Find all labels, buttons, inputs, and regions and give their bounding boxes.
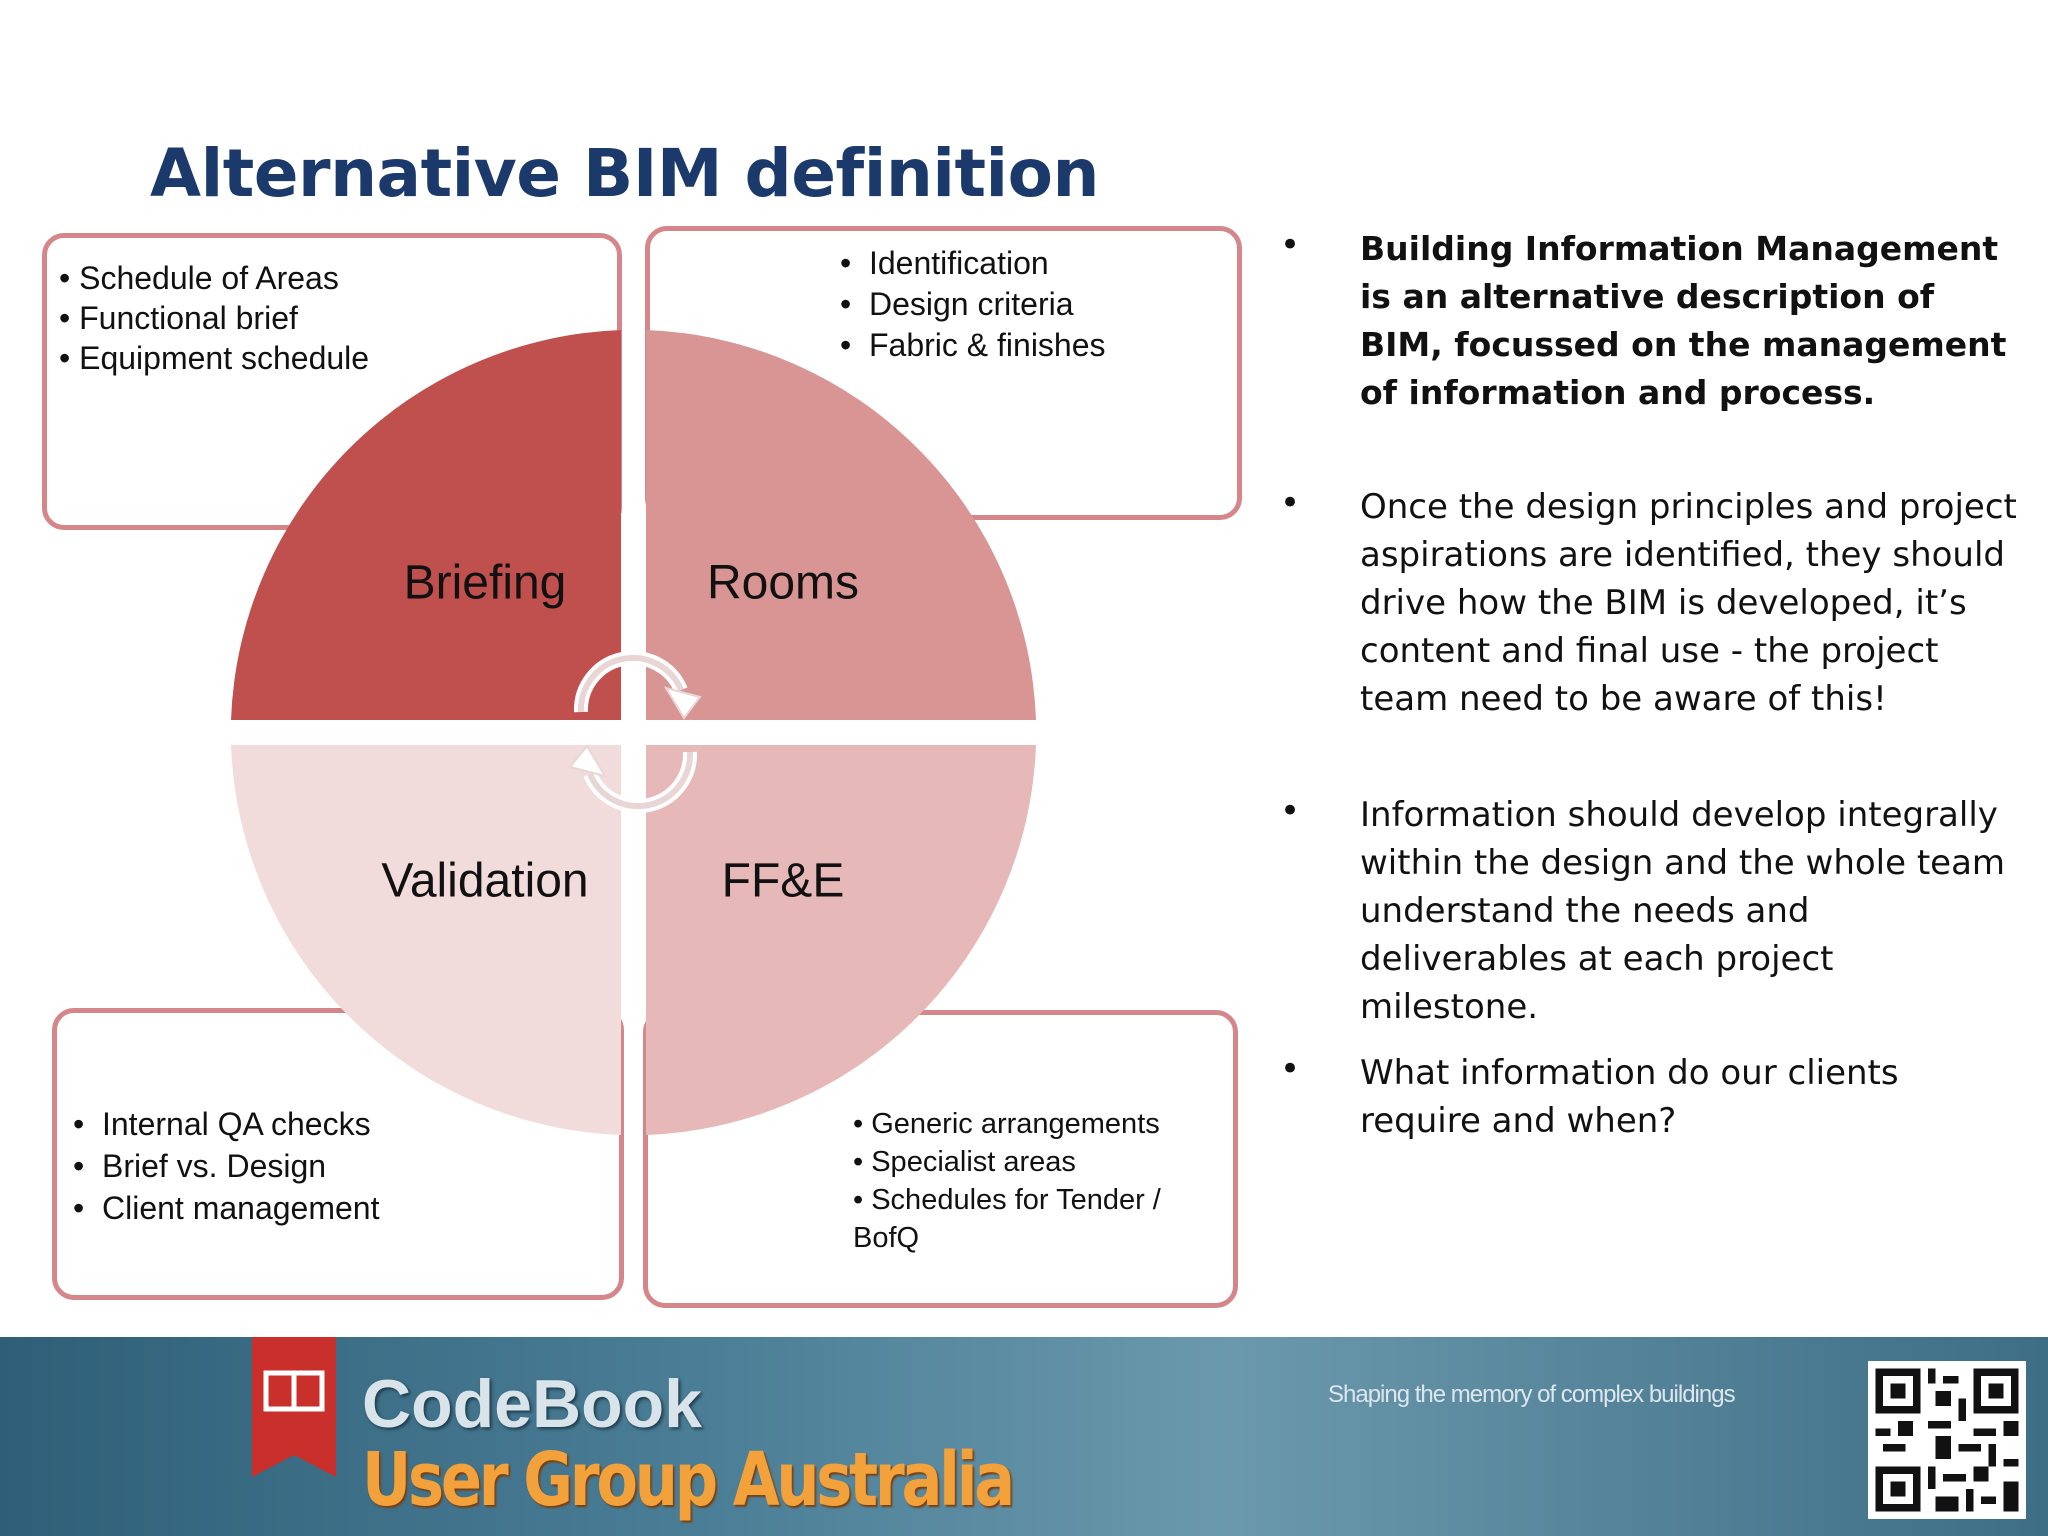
- list-item: Schedule of Areas: [59, 258, 369, 298]
- quadrant-ffe: [646, 745, 1036, 1135]
- top-left-list: Schedule of Areas Functional brief Equip…: [59, 258, 369, 378]
- bullet-text: Once the design principles and project a…: [1360, 487, 2017, 719]
- quadrant-validation: [231, 745, 621, 1135]
- bullet-text: Building Information Management is an al…: [1360, 229, 2007, 412]
- footer-banner: CodeBook User Group Australia Shaping th…: [0, 1337, 2048, 1536]
- bullet-text: What information do our clients require …: [1360, 1053, 1899, 1141]
- bullet-dot: •: [1280, 791, 1301, 831]
- list-item: Generic arrangements: [853, 1105, 1161, 1143]
- bottom-left-box: Internal QA checks Brief vs. Design Clie…: [52, 1008, 624, 1300]
- top-right-list: Identification Design criteria Fabric & …: [840, 243, 1106, 366]
- list-item: Client management: [73, 1187, 379, 1229]
- list-item: Equipment schedule: [59, 338, 369, 378]
- list-item: Fabric & finishes: [840, 325, 1106, 366]
- bottom-right-list: Generic arrangements Specialist areas Sc…: [853, 1105, 1161, 1257]
- qr-code-icon: [1868, 1361, 2026, 1519]
- brand-tagline: Shaping the memory of complex buildings: [1328, 1381, 1736, 1408]
- list-item: Identification: [840, 243, 1106, 284]
- list-item: Functional brief: [59, 298, 369, 338]
- list-item: Design criteria: [840, 284, 1106, 325]
- quadrant-label-briefing: Briefing: [403, 556, 567, 610]
- bullet-text: Information should develop integrally wi…: [1360, 795, 2006, 1027]
- quadrant-label-rooms: Rooms: [706, 556, 860, 610]
- cycle-diagram: [231, 330, 1036, 1135]
- brand-name: CodeBook: [362, 1366, 702, 1442]
- brand-subtitle: User Group Australia: [362, 1437, 1015, 1523]
- cycle-arrow-clockwise-icon: [573, 650, 702, 720]
- list-item: Schedules for Tender /: [853, 1181, 1161, 1219]
- book-ribbon-icon: [252, 1337, 336, 1477]
- list-item: Specialist areas: [853, 1143, 1161, 1181]
- list-item: Internal QA checks: [73, 1103, 379, 1145]
- bullet-dot: •: [1280, 1049, 1301, 1089]
- bullet-dot: •: [1280, 483, 1301, 523]
- list-item: BofQ: [853, 1222, 920, 1254]
- quadrant-briefing: [231, 330, 621, 720]
- quadrant-label-ffe: FF&E: [721, 854, 845, 908]
- cycle-arrow-counterclockwise-icon: [568, 744, 698, 814]
- bullet-dot: •: [1280, 225, 1301, 265]
- quadrant-rooms: [646, 330, 1036, 720]
- bottom-left-list: Internal QA checks Brief vs. Design Clie…: [73, 1103, 379, 1229]
- list-item: Brief vs. Design: [73, 1145, 379, 1187]
- quadrant-label-validation: Validation: [381, 854, 589, 908]
- slide-title: Alternative BIM definition: [150, 135, 1100, 212]
